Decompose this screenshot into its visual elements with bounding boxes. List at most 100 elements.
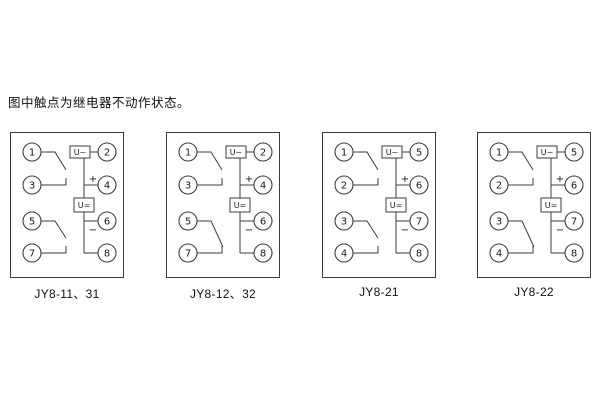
panel-border: [322, 132, 436, 278]
contact-armature-bottom: [41, 220, 67, 239]
terminal-circle: [178, 211, 198, 231]
terminal-circle: [409, 211, 429, 231]
terminal-circle: [409, 142, 429, 162]
terminal-circle: [489, 243, 509, 263]
terminal-number: 5: [416, 148, 422, 159]
terminal-circle: [564, 142, 584, 162]
terminal-number: 3: [185, 181, 191, 192]
dc-supply-box: [540, 197, 562, 213]
contact-fixed-top: [41, 178, 67, 186]
terminal-number: 7: [571, 217, 577, 228]
terminal-circle: [489, 142, 509, 162]
relay-schematic: U~ U= + − 1 2 3 4 5 6 7 8: [166, 132, 280, 278]
ac-voltage-label: U~: [541, 148, 554, 157]
contact-armature-top: [353, 151, 379, 171]
terminal-number: 1: [29, 148, 35, 159]
terminal-number: 1: [496, 148, 502, 159]
terminal-circle: [253, 175, 273, 195]
relay-diagram-panel: U~ U= + − 1 2 3 4 5 6 7 8: [166, 132, 280, 278]
terminal-number: 4: [496, 249, 502, 260]
panel-border: [477, 132, 591, 278]
note-text: 图中触点为继电器不动作状态。: [8, 96, 191, 110]
contact-fixed-bottom: [353, 246, 379, 254]
ac-voltage-box: [536, 145, 558, 159]
contact-fixed-top: [353, 178, 379, 186]
minus-sign: −: [89, 225, 97, 236]
contact-armature-top: [197, 151, 223, 171]
contact-armature-top: [508, 151, 534, 171]
terminal-circle: [489, 175, 509, 195]
minus-sign: −: [245, 225, 253, 236]
terminal-number: 4: [260, 181, 266, 192]
ac-voltage-label: U~: [74, 148, 87, 157]
terminal-circle: [97, 142, 117, 162]
terminal-number: 7: [29, 249, 35, 260]
terminal-circle: [334, 142, 354, 162]
contact-fixed-top: [508, 178, 534, 186]
terminal-number: 2: [260, 148, 266, 159]
terminal-circle: [334, 211, 354, 231]
minus-sign: −: [401, 225, 409, 236]
terminal-number: 4: [341, 249, 347, 260]
terminal-circle: [22, 142, 42, 162]
terminal-circle: [334, 243, 354, 263]
panel-border: [166, 132, 280, 278]
dc-supply-label: U=: [234, 201, 247, 210]
terminal-circle: [22, 175, 42, 195]
plus-sign: +: [245, 174, 253, 185]
terminal-circle: [253, 211, 273, 231]
dc-supply-box: [229, 197, 251, 213]
terminal-circle: [178, 175, 198, 195]
terminal-circle: [564, 175, 584, 195]
terminal-circle: [409, 175, 429, 195]
terminal-number: 1: [185, 148, 191, 159]
panel-label: JY8-11、31: [34, 287, 100, 301]
terminal-number: 6: [571, 181, 577, 192]
terminal-circle: [334, 175, 354, 195]
terminal-circle: [564, 243, 584, 263]
terminal-number: 2: [496, 181, 502, 192]
dc-supply-label: U=: [545, 201, 558, 210]
terminal-circle: [489, 211, 509, 231]
bus-wiring: [550, 151, 565, 254]
dc-supply-box: [73, 197, 95, 213]
terminal-number: 5: [29, 217, 35, 228]
terminal-number: 6: [260, 217, 266, 228]
contact-armature-bottom: [353, 220, 379, 239]
terminal-circle: [178, 142, 198, 162]
contact-armature-bottom: [508, 220, 535, 248]
plus-sign: +: [89, 174, 97, 185]
contact-armature-top: [41, 151, 67, 171]
panel-label: JY8-22: [514, 285, 554, 299]
terminal-number: 8: [571, 249, 577, 260]
ac-voltage-label: U~: [230, 148, 243, 157]
terminal-number: 3: [496, 217, 502, 228]
plus-sign: +: [401, 174, 409, 185]
contact-armature-bottom: [197, 220, 224, 248]
terminal-circle: [22, 243, 42, 263]
terminal-number: 5: [185, 217, 191, 228]
terminal-number: 3: [29, 181, 35, 192]
contact-fixed-bottom: [41, 246, 67, 254]
dc-supply-label: U=: [78, 201, 91, 210]
terminal-circle: [253, 243, 273, 263]
terminal-circle: [97, 211, 117, 231]
terminal-circle: [97, 243, 117, 263]
terminal-number: 7: [185, 249, 191, 260]
panel-border: [10, 132, 124, 278]
plus-sign: +: [556, 174, 564, 185]
minus-sign: −: [556, 225, 564, 236]
terminal-circle: [22, 211, 42, 231]
contact-fixed-bottom: [197, 246, 223, 254]
panel-label: JY8-12、32: [189, 287, 257, 301]
terminal-number: 8: [260, 249, 266, 260]
bus-wiring: [83, 151, 98, 254]
terminal-number: 7: [416, 217, 422, 228]
ac-voltage-label: U~: [386, 148, 399, 157]
